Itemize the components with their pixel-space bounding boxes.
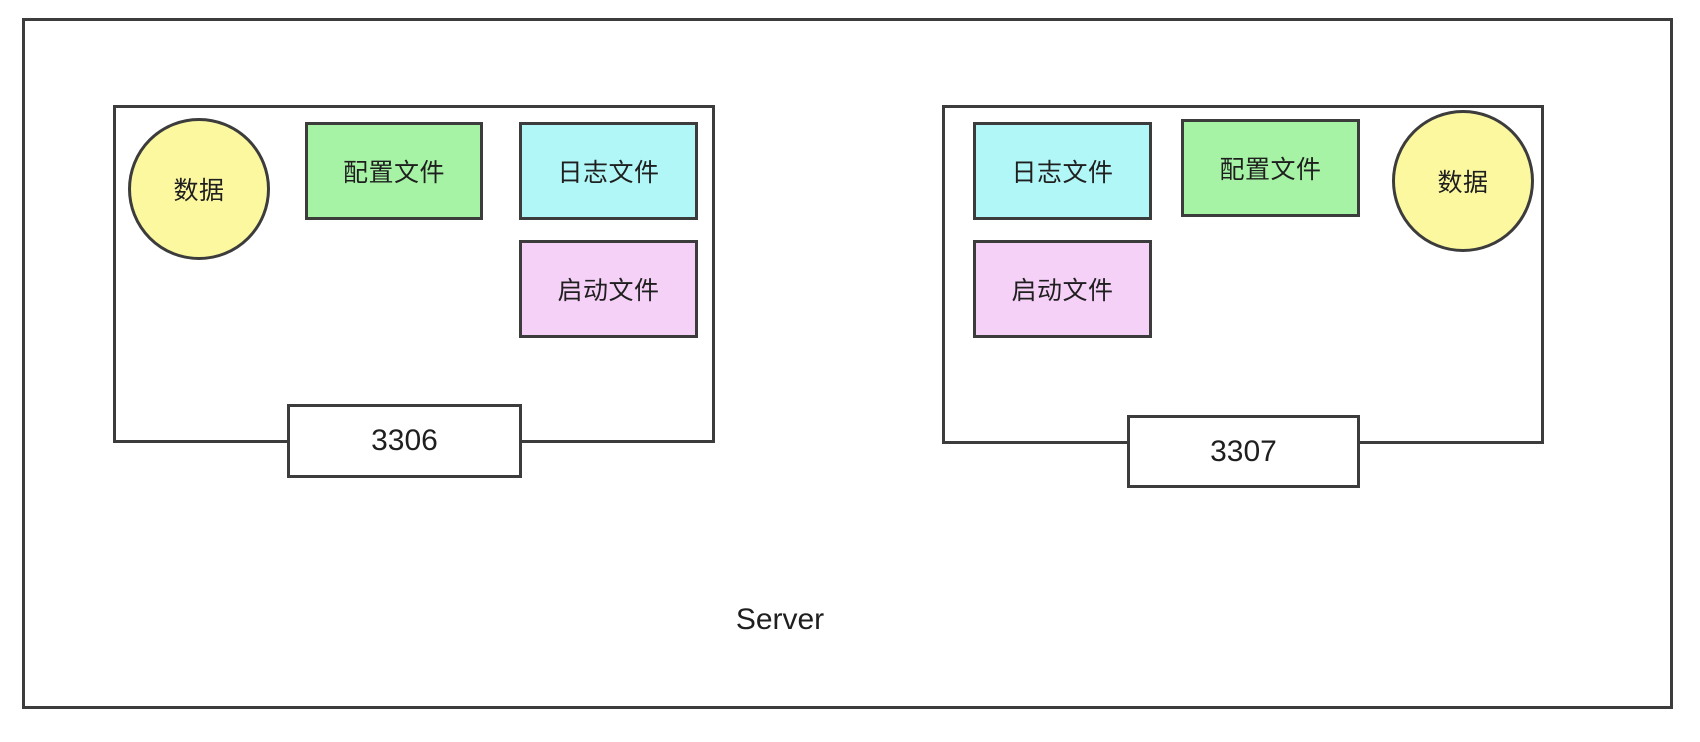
port-box-3307[interactable]: 3307 xyxy=(1127,415,1360,488)
port-label: 3307 xyxy=(1210,434,1277,468)
port-label: 3306 xyxy=(371,424,438,457)
node-startup-3307[interactable]: 启动文件 xyxy=(973,240,1152,338)
node-config-3306[interactable]: 配置文件 xyxy=(305,122,483,220)
server-container xyxy=(22,18,1673,709)
port-box-3306[interactable]: 3306 xyxy=(287,404,522,478)
node-config-3307[interactable]: 配置文件 xyxy=(1181,119,1360,217)
node-label: 启动文件 xyxy=(1011,277,1114,305)
node-log-3307[interactable]: 日志文件 xyxy=(973,122,1152,220)
node-data-3306[interactable]: 数据 xyxy=(128,118,270,260)
node-label: 数据 xyxy=(173,177,225,205)
node-label: 日志文件 xyxy=(1011,159,1114,187)
node-startup-3306[interactable]: 启动文件 xyxy=(519,240,698,338)
node-label: 数据 xyxy=(1437,169,1489,197)
server-label: Server xyxy=(630,600,930,640)
node-label: 日志文件 xyxy=(557,159,660,187)
node-label: 配置文件 xyxy=(342,159,445,187)
node-data-3307[interactable]: 数据 xyxy=(1392,110,1534,252)
node-label: 启动文件 xyxy=(557,277,660,305)
server-label-text: Server xyxy=(735,603,825,636)
node-log-3306[interactable]: 日志文件 xyxy=(519,122,698,220)
node-label: 配置文件 xyxy=(1219,156,1322,184)
